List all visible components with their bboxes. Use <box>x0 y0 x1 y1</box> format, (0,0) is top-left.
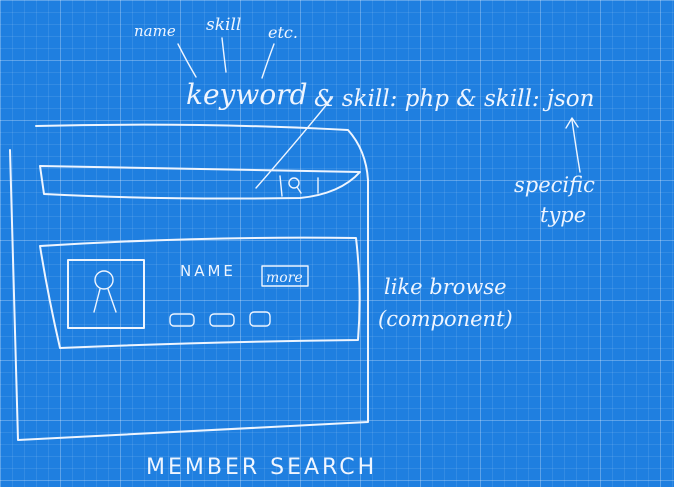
arrow-specific-type <box>571 119 581 173</box>
magnifier-handle <box>296 186 302 194</box>
page-title: MEMBER SEARCH <box>146 455 377 480</box>
avatar-frame <box>67 259 145 329</box>
more-button[interactable] <box>261 265 309 287</box>
annotation-skill: skill <box>206 15 241 35</box>
arrow-name-to-keyword <box>177 43 197 78</box>
annotation-etc: etc. <box>268 23 298 42</box>
annotation-specific: specific <box>514 173 595 197</box>
card-action-3[interactable] <box>249 311 271 327</box>
person-icon <box>93 270 117 313</box>
search-divider <box>279 175 283 197</box>
arrow-etc-to-keyword <box>261 43 275 79</box>
arrow-query-to-searchbox <box>255 97 333 189</box>
result-card <box>39 236 361 349</box>
card-action-1[interactable] <box>169 313 195 327</box>
magnifier-icon <box>288 177 300 189</box>
arrow-skill-to-keyword <box>221 37 227 73</box>
more-button-label: more <box>266 270 303 286</box>
annotation-query-example: & skill: php & skill: json <box>314 86 594 112</box>
annotation-keyword: keyword <box>186 78 308 111</box>
annotation-type: type <box>540 203 586 227</box>
annotation-like-browse: like browse <box>384 275 507 299</box>
member-name-label: NAME <box>180 262 236 280</box>
search-button[interactable] <box>288 177 319 194</box>
annotation-component: (component) <box>378 307 513 331</box>
page-frame <box>9 123 369 441</box>
annotation-name: name <box>134 22 176 40</box>
arrowhead-specific-type <box>565 117 579 129</box>
search-bar <box>39 165 361 200</box>
card-action-2[interactable] <box>209 313 235 327</box>
